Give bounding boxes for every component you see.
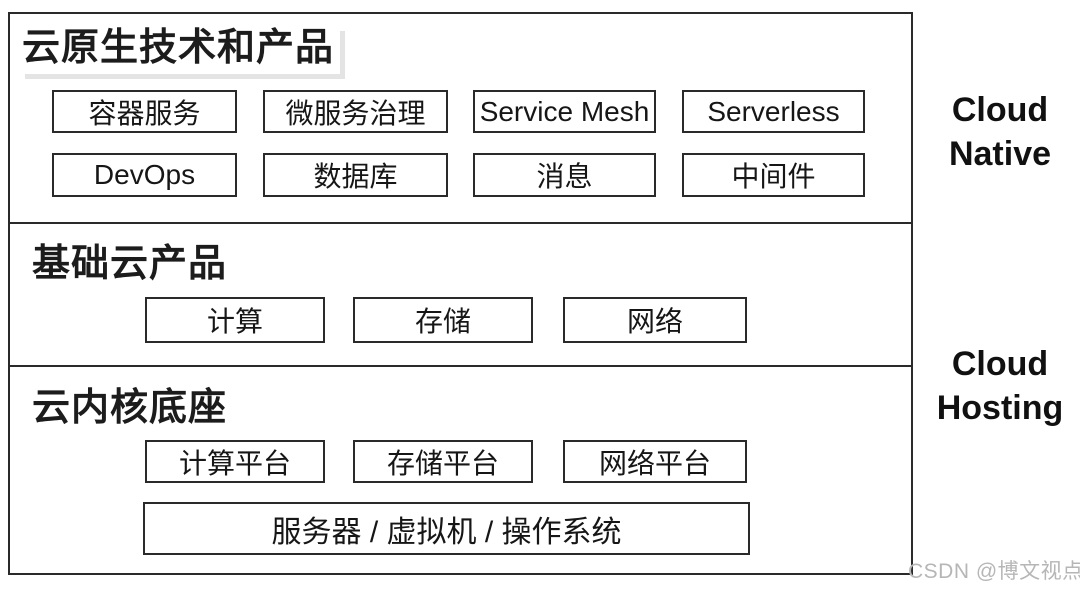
section-cloud-kernel-base: 云内核底座 计算平台 存储平台 网络平台 服务器 / 虚拟机 / 操作系统 [10, 367, 911, 573]
side-label-cloud-hosting: Cloud Hosting [936, 345, 1064, 427]
box-serverless: Serverless [682, 90, 865, 133]
box-server-vm-os: 服务器 / 虚拟机 / 操作系统 [143, 502, 750, 555]
box-service-mesh: Service Mesh [473, 90, 656, 133]
box-network: 网络 [563, 297, 747, 343]
box-compute-platform: 计算平台 [145, 440, 325, 483]
box-network-platform: 网络平台 [563, 440, 747, 483]
box-devops: DevOps [52, 153, 237, 197]
architecture-diagram-frame: 云原生技术和产品 容器服务 微服务治理 Service Mesh Serverl… [8, 12, 913, 575]
section-title-cloud-kernel-base: 云内核底座 [32, 387, 228, 429]
box-container-service: 容器服务 [52, 90, 237, 133]
side-label-cloud-native: Cloud Native [948, 91, 1052, 173]
section-title-cloud-native-products: 云原生技术和产品 [20, 26, 340, 74]
box-microservice-governance: 微服务治理 [263, 90, 448, 133]
box-middleware: 中间件 [682, 153, 865, 197]
box-database: 数据库 [263, 153, 448, 197]
section-cloud-native-products: 云原生技术和产品 容器服务 微服务治理 Service Mesh Serverl… [10, 14, 911, 224]
box-compute: 计算 [145, 297, 325, 343]
box-message: 消息 [473, 153, 656, 197]
section-basic-cloud-products: 基础云产品 计算 存储 网络 [10, 224, 911, 367]
watermark-csdn: CSDN @博文视点 [908, 560, 1080, 583]
box-storage: 存储 [353, 297, 533, 343]
box-storage-platform: 存储平台 [353, 440, 533, 483]
section-title-basic-cloud-products: 基础云产品 [32, 243, 228, 285]
